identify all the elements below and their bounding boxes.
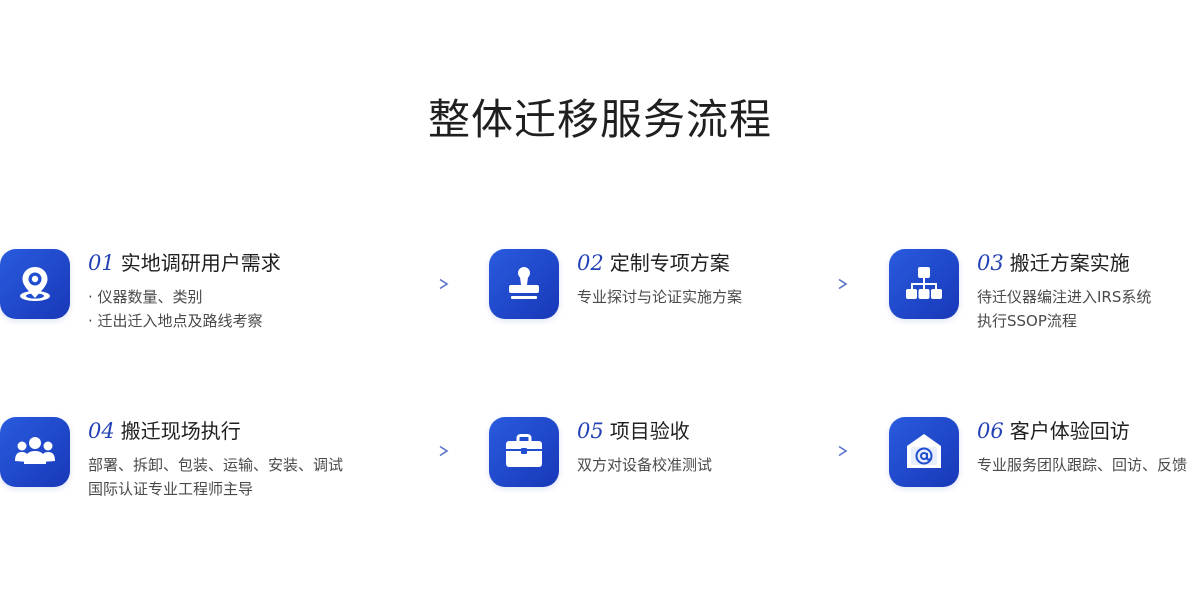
- step-title: 客户体验回访: [1009, 419, 1130, 443]
- step-number: 01: [88, 251, 115, 275]
- arrow-right-icon: [778, 278, 848, 290]
- step-number: 06: [977, 419, 1004, 443]
- arrow-right-icon: [379, 278, 449, 290]
- step-number: 05: [577, 419, 604, 443]
- step-description: 待迁仪器编注进入IRS系统: [977, 288, 1152, 306]
- step-description: 国际认证专业工程师主导: [88, 480, 254, 498]
- step-description: 专业探讨与论证实施方案: [577, 288, 743, 306]
- at-mail-icon: [889, 417, 959, 487]
- step-title: 搬迁现场执行: [120, 419, 241, 443]
- step-description: 双方对设备校准测试: [577, 456, 713, 474]
- step-number: 04: [88, 419, 115, 443]
- step-title: 项目验收: [609, 419, 690, 443]
- arrow-right-icon: [778, 445, 848, 457]
- briefcase-icon: [489, 417, 559, 487]
- step-title: 实地调研用户需求: [120, 251, 281, 275]
- step-title: 搬迁方案实施: [1009, 251, 1130, 275]
- stamp-icon: [489, 249, 559, 319]
- step-description: 部署、拆卸、包装、运输、安装、调试: [88, 456, 344, 474]
- step-description: 执行SSOP流程: [977, 312, 1077, 330]
- step-description: · 迁出迁入地点及路线考察: [88, 312, 263, 330]
- step-description: 专业服务团队跟踪、回访、反馈: [977, 456, 1188, 474]
- page-title: 整体迁移服务流程: [427, 95, 772, 144]
- step-description: · 仪器数量、类别: [88, 288, 203, 306]
- org-chart-icon: [889, 249, 959, 319]
- step-number: 03: [977, 251, 1004, 275]
- arrow-right-icon: [379, 445, 449, 457]
- step-number: 02: [577, 251, 604, 275]
- location-pin-icon: [0, 249, 70, 319]
- step-title: 定制专项方案: [609, 251, 730, 275]
- team-icon: [0, 417, 70, 487]
